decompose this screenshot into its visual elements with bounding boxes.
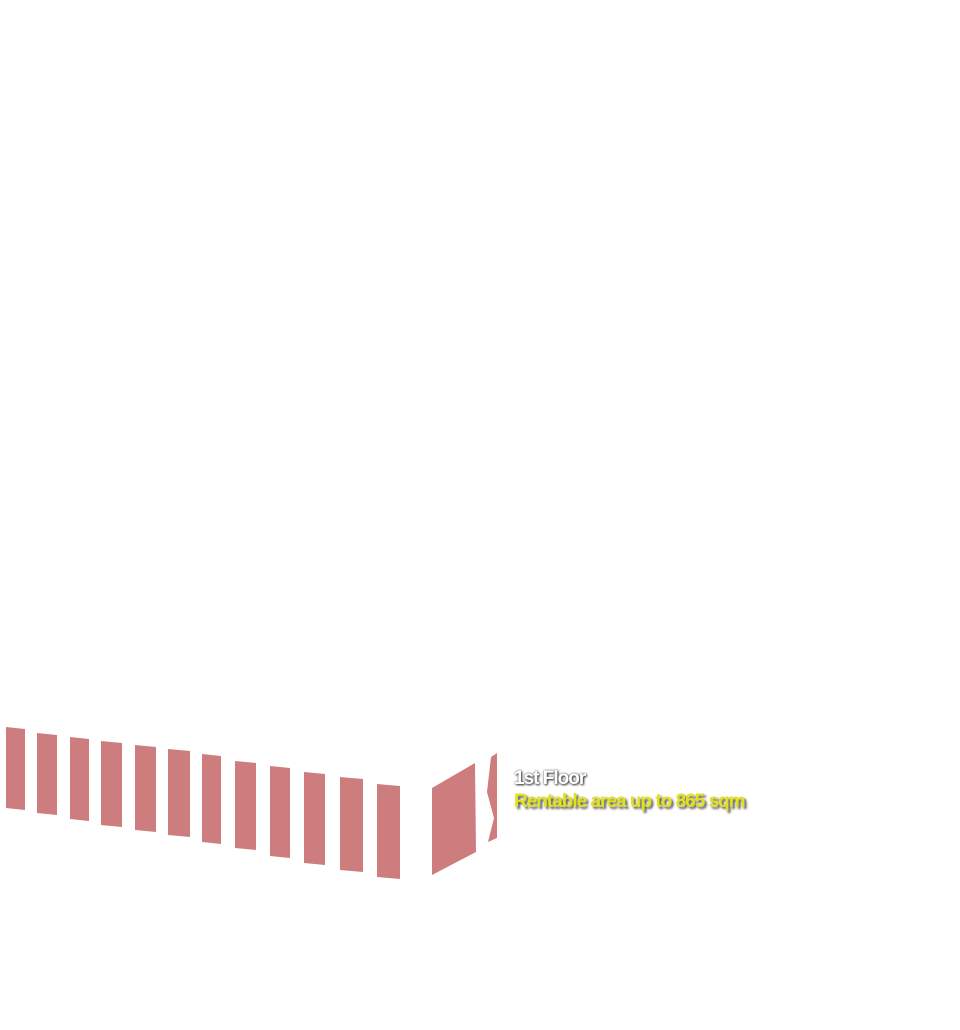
facade-window-stripe — [168, 749, 190, 837]
facade-window-stripe — [304, 772, 325, 865]
facade-window-stripe — [202, 754, 221, 844]
facade-window-stripe — [340, 777, 363, 872]
facade-window-stripe — [6, 727, 25, 810]
facade-window-stripe — [37, 733, 57, 815]
facade-window-stripe — [235, 761, 256, 850]
facade-window-stripe — [135, 745, 156, 832]
facade-window-stripe — [377, 784, 400, 879]
facade-window-stripe — [101, 741, 122, 827]
facade-corner-sliver — [487, 753, 497, 842]
facade-corner-panel — [432, 763, 476, 875]
facade-window-stripe — [270, 766, 290, 858]
floor-name: 1st Floor — [514, 768, 586, 789]
floor-area: Rentable area up to 865 sqm — [514, 791, 746, 812]
facade-window-stripe — [70, 737, 89, 821]
